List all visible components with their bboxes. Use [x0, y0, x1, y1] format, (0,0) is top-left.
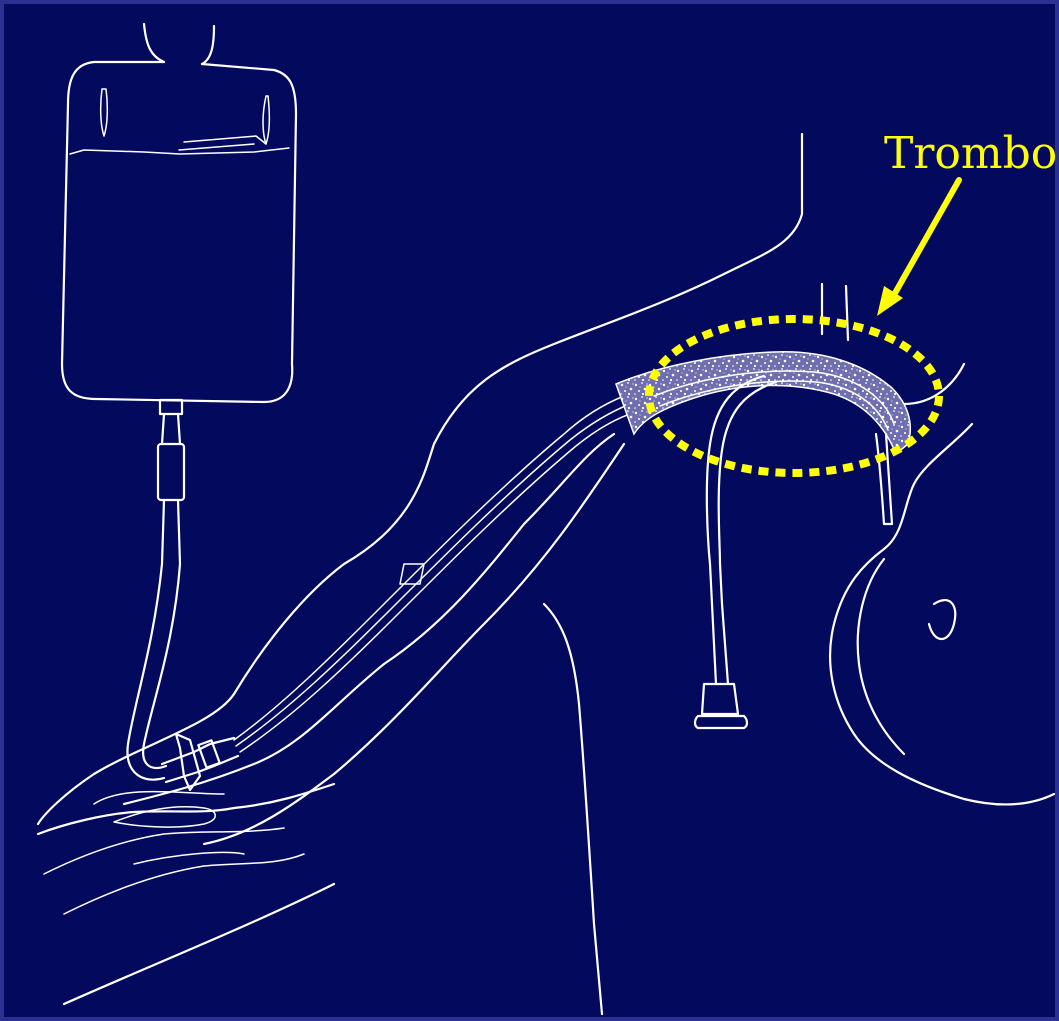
central-catheter [616, 352, 910, 728]
pointer-arrow [877, 180, 959, 316]
vein-paths [234, 396, 636, 752]
iv-bag [62, 24, 296, 402]
annotation-label: Trombo [884, 132, 1057, 176]
iv-tubing [127, 400, 184, 780]
torso-outline [822, 284, 1054, 804]
arm-outline [38, 134, 802, 1014]
catheter-hub [162, 734, 238, 790]
